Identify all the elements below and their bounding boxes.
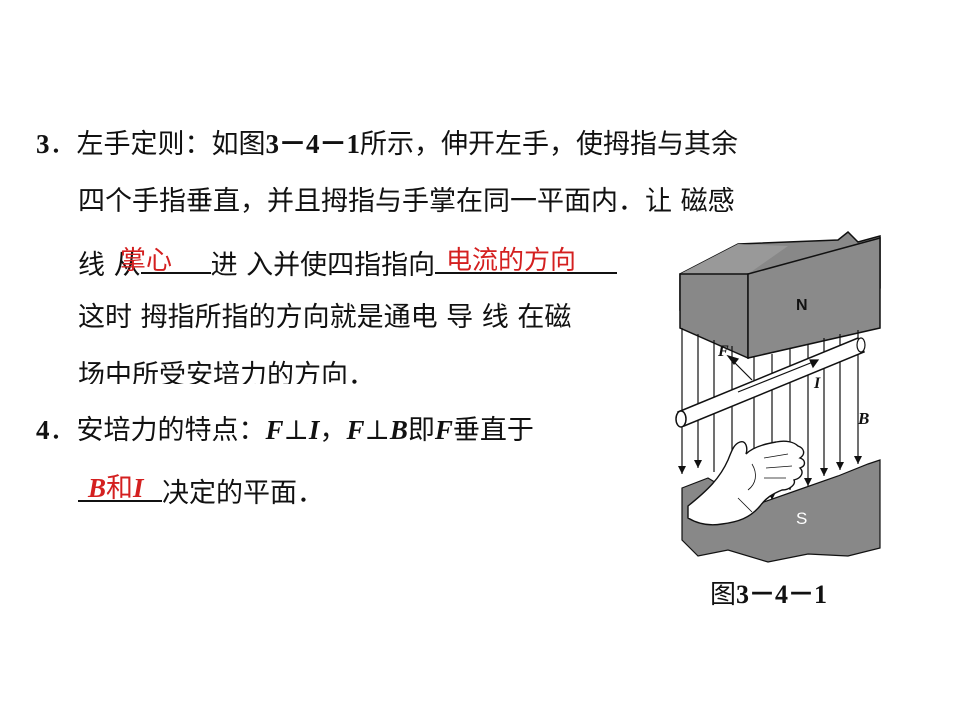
force-arrow <box>726 354 753 381</box>
comma: ， <box>319 415 347 446</box>
item3-text-2: 四个手指垂直，并且拇指与手掌在同一平面内．让 磁感 <box>78 186 735 217</box>
item3-line5: 场中所受安培力的方向． <box>78 358 375 384</box>
answer-I: I <box>133 473 144 503</box>
item3-text-3a: 线 从 <box>78 250 141 281</box>
answer-palm: 掌心 <box>120 246 173 276</box>
label-S: S <box>796 509 807 528</box>
item3-text-1a: ．左手定则：如图 <box>49 129 266 160</box>
symbol-I: I <box>308 415 320 445</box>
item3-fig-ref: 3－4－1 <box>265 129 361 159</box>
blank-2 <box>435 242 618 274</box>
item3-line3: 线 从进 入并使四指指向， <box>78 242 618 284</box>
answer-B: B <box>88 473 107 503</box>
perp-symbol: ⊥ <box>364 415 390 446</box>
item3-line1: 3．左手定则：如图3－4－1所示，伸开左手，使拇指与其余 <box>36 126 738 163</box>
caption-number: 3－4－1 <box>736 580 828 609</box>
blank-1 <box>140 242 211 274</box>
item3-text-5: 场中所受安培力的方向． <box>78 360 375 384</box>
symbol-B: B <box>389 415 408 445</box>
answer-current-direction: 电流的方向 <box>446 246 577 276</box>
item4-line1: 4．安培力的特点：F⊥I，F⊥B即F垂直于 <box>36 412 534 449</box>
wire-far-end <box>856 337 866 353</box>
north-pole-top-face <box>680 244 788 274</box>
hand-creases <box>737 453 793 513</box>
left-hand <box>687 440 806 526</box>
item4-line2: 决定的平面． <box>78 470 324 512</box>
left-hand-rule-figure: N I F B S <box>675 230 881 563</box>
answer-B-and-I: B和I <box>88 466 144 505</box>
item4-text-2b: 决定的平面． <box>162 478 324 509</box>
label-I: I <box>813 375 821 392</box>
item4-text-1a: ．安培力的特点： <box>49 415 266 446</box>
blank-3 <box>78 470 162 502</box>
item3-line4: 这时 拇指所指的方向就是通电 导 线 在磁 <box>78 300 571 336</box>
perp-symbol: ⊥ <box>283 415 309 446</box>
current-arrows <box>737 359 820 393</box>
caption-prefix: 图 <box>710 580 737 610</box>
item3-text-3b: 进 入并使四指指向 <box>210 250 436 281</box>
label-F: F <box>717 343 729 360</box>
item3-text-1b: 所示，伸开左手，使拇指与其余 <box>360 129 738 160</box>
label-B: B <box>857 409 869 428</box>
item3-line2: 四个手指垂直，并且拇指与手掌在同一平面内．让 磁感 <box>78 184 735 220</box>
item4-text-1b: 即 <box>407 415 435 446</box>
symbol-F: F <box>434 415 453 445</box>
item4-text-1c: 垂直于 <box>452 415 534 446</box>
wire-end <box>675 410 687 428</box>
symbol-F: F <box>346 415 365 445</box>
answer-he: 和 <box>106 473 134 504</box>
item3-number: 3 <box>36 129 50 159</box>
label-N: N <box>796 297 808 314</box>
north-pole-front-face <box>747 237 881 359</box>
item4-number: 4 <box>36 415 50 445</box>
symbol-F: F <box>265 415 284 445</box>
item3-text-4: 这时 拇指所指的方向就是通电 导 线 在磁 <box>78 302 572 333</box>
figure-caption: 图3－4－1 <box>710 574 827 611</box>
